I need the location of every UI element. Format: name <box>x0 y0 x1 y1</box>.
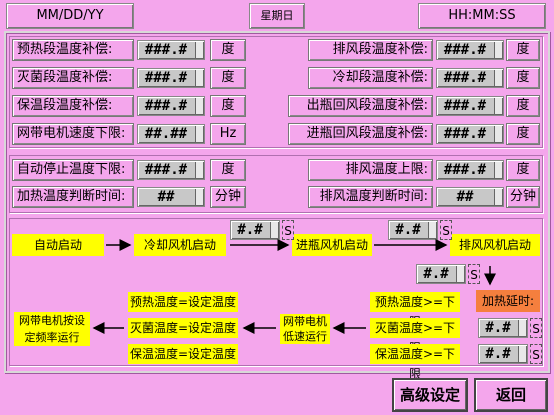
in-fan-start-box: 进瓶风机启动 <box>292 234 372 256</box>
delay3-input[interactable]: #.# <box>416 264 466 284</box>
exhaust-judge-unit: 分钟 <box>506 186 540 208</box>
settings-frame <box>9 36 543 148</box>
hold-comp-label: 保温段温度补偿: <box>12 95 134 117</box>
main-panel <box>4 31 550 373</box>
preheat-comp-label: 预热段温度补偿: <box>12 39 134 61</box>
sterilize-comp-input[interactable]: ###.# <box>137 68 205 88</box>
heat-judge-input[interactable]: ## <box>137 187 205 207</box>
limits-frame <box>9 155 543 213</box>
cool-fan-start-box: 冷却风机启动 <box>134 234 226 256</box>
date-display: MM/DD/YY <box>6 3 134 29</box>
advanced-settings-button[interactable]: 高级设定 <box>392 378 468 412</box>
hold-comp-unit: 度 <box>210 95 246 117</box>
preheat-set-box: 预热温度=设定温度 <box>128 292 238 312</box>
delay4-unit: S <box>530 318 542 338</box>
hold-set-box: 保温温度=设定温度 <box>128 344 238 364</box>
exhaust-comp-unit: 度 <box>506 39 540 61</box>
belt-speed-input[interactable]: ##.## <box>137 124 205 144</box>
hold-comp-input[interactable]: ###.# <box>137 96 205 116</box>
heat-judge-label: 加热温度判断时间: <box>12 186 134 208</box>
outlet-return-comp-label: 出瓶回风段温度补偿: <box>288 95 433 117</box>
delay5-unit: S <box>530 344 542 364</box>
exhaust-comp-label: 排风段温度补偿: <box>308 39 433 61</box>
belt-low-box: 网带电机低速运行 <box>280 314 330 344</box>
exhaust-judge-label: 排风温度判断时间: <box>308 186 433 208</box>
exhaust-judge-input[interactable]: ## <box>436 187 504 207</box>
heat-judge-unit: 分钟 <box>210 186 246 208</box>
hold-cond-box: 保温温度>=下限 <box>370 344 460 381</box>
time-display: HH:MM:SS <box>418 3 546 29</box>
belt-freq-box: 网带电机按设定频率运行 <box>14 312 90 346</box>
auto-start-box: 自动启动 <box>12 234 104 256</box>
exhaust-fan-start-box: 排风风机启动 <box>450 234 540 256</box>
weekday-display: 星期日 <box>249 3 305 29</box>
auto-stop-unit: 度 <box>210 159 246 181</box>
cooling-comp-unit: 度 <box>506 67 540 89</box>
sterilize-comp-label: 灭菌段温度补偿: <box>12 67 134 89</box>
preheat-comp-input[interactable]: ###.# <box>137 40 205 60</box>
exhaust-upper-label: 排风温度上限: <box>308 159 433 181</box>
preheat-cond-box: 预热温度>=下限 <box>370 292 460 329</box>
heat-delay-box: 加热延时: <box>476 290 540 312</box>
inlet-return-comp-input[interactable]: ###.# <box>436 124 504 144</box>
belt-speed-unit: Hz <box>210 123 246 145</box>
cooling-comp-label: 冷却段温度补偿: <box>308 67 433 89</box>
sterilize-cond-box: 灭菌温度>=下限 <box>370 318 460 355</box>
inlet-return-comp-label: 进瓶回风段温度补偿: <box>288 123 433 145</box>
delay2-unit: S <box>440 220 452 240</box>
preheat-comp-unit: 度 <box>210 39 246 61</box>
auto-stop-label: 自动停止温度下限: <box>12 159 134 181</box>
cooling-comp-input[interactable]: ###.# <box>436 68 504 88</box>
auto-stop-input[interactable]: ###.# <box>137 160 205 180</box>
delay2-input[interactable]: #.# <box>388 220 438 240</box>
delay1-unit: S <box>282 220 294 240</box>
exhaust-upper-unit: 度 <box>506 159 540 181</box>
delay5-input[interactable]: #.# <box>478 344 528 364</box>
delay1-input[interactable]: #.# <box>230 220 280 240</box>
delay4-input[interactable]: #.# <box>478 318 528 338</box>
sterilize-set-box: 灭菌温度=设定温度 <box>128 318 238 338</box>
belt-speed-label: 网带电机速度下限: <box>12 123 134 145</box>
sterilize-comp-unit: 度 <box>210 67 246 89</box>
delay3-unit: S <box>468 264 480 284</box>
outlet-return-comp-unit: 度 <box>506 95 540 117</box>
exhaust-comp-input[interactable]: ###.# <box>436 40 504 60</box>
exhaust-upper-input[interactable]: ###.# <box>436 160 504 180</box>
back-button[interactable]: 返回 <box>474 378 548 412</box>
flow-frame <box>9 218 543 366</box>
outlet-return-comp-input[interactable]: ###.# <box>436 96 504 116</box>
inlet-return-comp-unit: 度 <box>506 123 540 145</box>
